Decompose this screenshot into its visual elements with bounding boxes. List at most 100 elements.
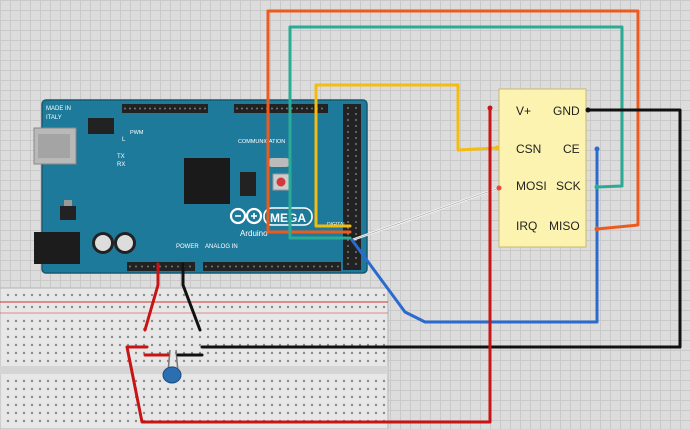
hole	[326, 411, 330, 415]
hole	[22, 351, 26, 355]
hole	[190, 327, 194, 331]
hole	[347, 209, 349, 211]
hole	[118, 419, 122, 423]
hole	[318, 319, 322, 323]
hole	[206, 319, 210, 323]
hole	[22, 359, 26, 363]
hole	[46, 293, 50, 297]
hole	[206, 327, 210, 331]
hole	[14, 319, 18, 323]
hole	[126, 293, 130, 297]
hole	[86, 395, 90, 399]
hole	[70, 327, 74, 331]
hole	[302, 293, 306, 297]
hole	[214, 335, 218, 339]
hole	[22, 319, 26, 323]
hole	[334, 319, 338, 323]
hole	[302, 305, 306, 309]
hole	[358, 305, 362, 309]
hole	[246, 327, 250, 331]
hole	[206, 403, 210, 407]
hole	[214, 379, 218, 383]
hole	[326, 379, 330, 383]
hole	[102, 403, 106, 407]
hole	[86, 319, 90, 323]
hole	[214, 359, 218, 363]
pwm-label: PWM	[130, 130, 144, 136]
hole	[318, 327, 322, 331]
hole	[158, 343, 162, 347]
hole	[382, 359, 386, 363]
hole	[238, 403, 242, 407]
hole	[94, 305, 98, 309]
hole	[318, 379, 322, 383]
hole	[190, 293, 194, 297]
hole	[374, 359, 378, 363]
hole	[238, 293, 242, 297]
hole	[347, 173, 349, 175]
hole	[139, 107, 141, 110]
hole	[294, 395, 298, 399]
hole	[6, 293, 10, 297]
hole	[150, 395, 154, 399]
hole	[94, 379, 98, 383]
hole	[358, 319, 362, 323]
hole	[153, 265, 155, 268]
hole	[347, 179, 349, 181]
hole	[342, 335, 346, 339]
italy-label: ITALY	[46, 115, 62, 121]
hole	[358, 379, 362, 383]
hole	[374, 335, 378, 339]
hole	[326, 305, 330, 309]
wire-black-board-gnd	[181, 262, 202, 332]
hole	[22, 395, 26, 399]
hole	[358, 403, 362, 407]
hole	[190, 379, 194, 383]
hole	[142, 335, 146, 339]
tx-label: TX	[117, 154, 125, 160]
hole	[62, 411, 66, 415]
hole	[278, 387, 282, 391]
hole	[238, 387, 242, 391]
hole	[118, 395, 122, 399]
hole	[102, 319, 106, 323]
hole	[310, 319, 314, 323]
hole	[54, 359, 58, 363]
hole	[54, 387, 58, 391]
hole	[342, 387, 346, 391]
hole	[30, 319, 34, 323]
hole	[382, 305, 386, 309]
hole	[22, 305, 26, 309]
hole	[278, 395, 282, 399]
hole	[126, 403, 130, 407]
hole	[6, 351, 10, 355]
hole	[189, 107, 191, 110]
hole	[126, 387, 130, 391]
hole	[14, 293, 18, 297]
hole	[262, 395, 266, 399]
hole	[158, 359, 162, 363]
hole	[318, 387, 322, 391]
hole	[347, 137, 349, 139]
hole	[286, 305, 290, 309]
hole	[326, 327, 330, 331]
hole	[166, 403, 170, 407]
hole	[374, 327, 378, 331]
hole	[190, 319, 194, 323]
hole	[302, 351, 306, 355]
hole	[6, 305, 10, 309]
hole	[190, 359, 194, 363]
hole	[134, 359, 138, 363]
hole	[141, 265, 143, 268]
hole	[14, 327, 18, 331]
hole	[307, 265, 309, 268]
hole	[313, 265, 315, 268]
hole	[62, 305, 66, 309]
hole	[350, 387, 354, 391]
hole	[118, 379, 122, 383]
hole	[46, 379, 50, 383]
nrf24-module: V+ GND CSN CE MOSI SCK IRQ MISO	[498, 88, 587, 248]
hole	[302, 379, 306, 383]
hole	[286, 387, 290, 391]
hole	[38, 351, 42, 355]
